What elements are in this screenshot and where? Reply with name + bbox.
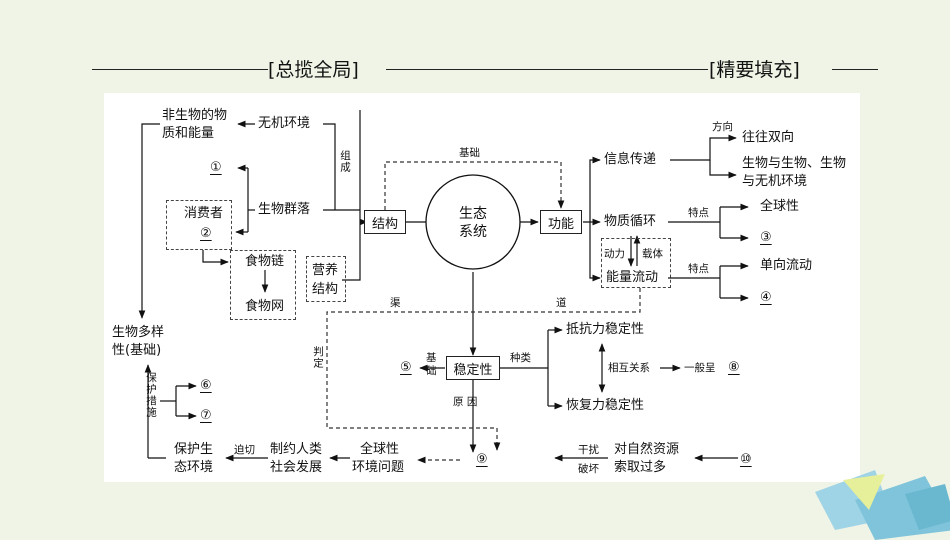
destroy-label: 破坏 [578, 463, 599, 475]
power-label: 动力 [604, 248, 625, 260]
structure-box: 结构 [364, 210, 406, 234]
feature-label-1: 特点 [688, 207, 709, 219]
channel-label-right: 道 [556, 297, 567, 309]
blank-1: ① [210, 160, 222, 175]
header-rule-right [832, 69, 878, 70]
abiotic-environment: 无机环境 [258, 116, 311, 131]
header-fill-title: [精要填充] [709, 59, 800, 81]
header-overview-title: [总揽全局] [268, 59, 359, 81]
protect-environment-line1: 保护生 [174, 442, 214, 457]
organism-relation-line1: 生物与生物、生物 [742, 156, 847, 171]
over-exploitation-line1: 对自然资源 [614, 442, 680, 457]
abiotic-matter-line1: 非生物的物 [162, 108, 228, 123]
feature-label-2: 特点 [688, 263, 709, 275]
resistance-stability: 抵抗力稳定性 [566, 322, 645, 337]
basis-label-1: 基础 [426, 352, 437, 377]
blank-3: ③ [760, 230, 772, 245]
biodiversity-line1: 生物多样 [112, 325, 165, 340]
blank-5: ⑤ [400, 360, 412, 375]
header-rule-middle [386, 69, 708, 70]
blank-2: ② [200, 226, 212, 241]
reason-label: 原 因 [453, 396, 478, 408]
food-chain-group-box [230, 250, 296, 320]
consumers-label: 消费者 [184, 206, 224, 221]
corner-decoration [815, 470, 950, 540]
global-feature: 全球性 [760, 199, 800, 214]
bidirectional-label: 往往双向 [742, 130, 795, 145]
judge-label: 判定 [312, 346, 324, 369]
one-way-flow: 单向流动 [760, 258, 813, 273]
urgent-label: 迫切 [234, 444, 255, 456]
organism-relation-line2: 与无机环境 [742, 174, 808, 189]
blank-4: ④ [760, 290, 772, 305]
information-transfer: 信息传递 [604, 152, 657, 167]
abiotic-matter-line2: 质和能量 [162, 126, 215, 141]
channel-label-left: 渠 [390, 297, 401, 309]
nutrition-structure-line1: 营养 [312, 263, 339, 278]
nutrition-structure-line2: 结构 [312, 282, 339, 297]
protect-measures-label: 保护措施 [145, 372, 157, 418]
food-web: 食物网 [245, 299, 285, 314]
compose-label: 组成 [339, 150, 351, 173]
mutual-relation-label: 相互关系 [608, 362, 650, 374]
ecosystem-center-line2: 系统 [459, 224, 487, 240]
energy-flow: 能量流动 [606, 270, 659, 285]
blank-10: ⑩ [740, 452, 752, 467]
carrier-label: 载体 [642, 248, 663, 260]
nutrition-structure-box [306, 256, 346, 302]
over-exploitation-line2: 索取过多 [614, 460, 667, 475]
recovery-stability: 恢复力稳定性 [566, 398, 645, 413]
foundation-label: 基础 [459, 147, 480, 159]
global-issue-line1: 全球性 [360, 442, 400, 457]
blank-6: ⑥ [200, 378, 212, 393]
food-chain: 食物链 [245, 254, 285, 269]
restrict-development-line1: 制约人类 [270, 442, 323, 457]
ecosystem-center-line1: 生态 [459, 206, 487, 222]
disturb-label: 干扰 [578, 444, 599, 456]
energy-flow-group-box [601, 238, 671, 288]
protect-environment-line2: 态环境 [174, 460, 214, 475]
consumers-group-box [166, 200, 232, 250]
stability-box: 稳定性 [446, 356, 500, 380]
global-issue-line2: 环境问题 [352, 460, 405, 475]
blank-7: ⑦ [200, 408, 212, 423]
biodiversity-line2: 性(基础) [112, 343, 162, 358]
blank-9: ⑨ [476, 452, 488, 467]
generally-presents-label: 一般呈 [684, 362, 716, 374]
material-cycle: 物质循环 [604, 214, 657, 229]
blank-8: ⑧ [728, 360, 740, 375]
restrict-development-line2: 社会发展 [270, 460, 323, 475]
direction-label: 方向 [712, 121, 733, 133]
function-box: 功能 [540, 210, 582, 234]
biological-community: 生物群落 [258, 202, 311, 217]
header-rule-left [92, 69, 268, 70]
types-label: 种类 [510, 352, 531, 364]
